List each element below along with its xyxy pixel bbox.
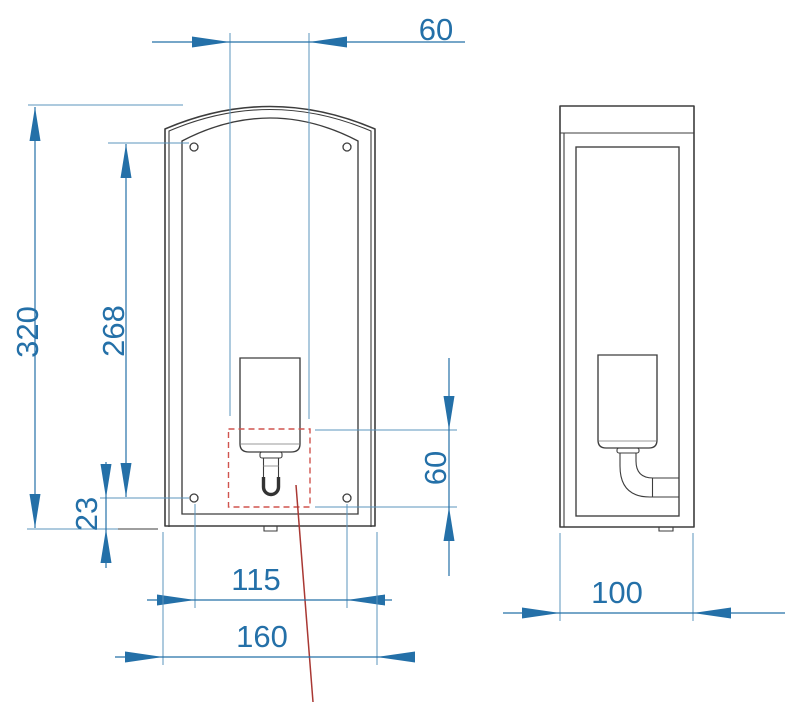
arrowhead-left (522, 607, 560, 619)
front-nozzle-tip (261, 477, 281, 497)
dimension-overall-width: 160 (115, 532, 415, 665)
arrowhead-bottom (29, 494, 41, 528)
dimension-top-width-label: 60 (419, 12, 453, 47)
arrowhead-top (29, 107, 41, 141)
arrowhead-bottom (120, 463, 132, 497)
dimension-hole-bottom-offset-label: 23 (69, 497, 104, 531)
side-bottom-foot (658, 527, 674, 532)
dimension-zone-height: 60 (315, 358, 457, 576)
screw-hole-bottom-left (189, 493, 199, 503)
dimension-overall-height: 320 (10, 104, 183, 530)
arrowhead-left (157, 594, 195, 606)
front-shell-inner-edge (168, 109, 372, 527)
arrowhead-top (100, 464, 112, 498)
front-bottom-notch (263, 526, 278, 532)
dimension-hole-span-vertical-label: 268 (96, 305, 131, 357)
arrowhead-bottom (443, 507, 455, 541)
side-view (559, 105, 695, 532)
dispense-zone-dashed-box (227, 428, 311, 508)
screw-hole-top-right (342, 142, 352, 152)
front-nozzle-tube (262, 458, 280, 479)
side-tank (597, 354, 658, 449)
arrowhead-right (347, 594, 385, 606)
dimension-overall-height-label: 320 (10, 306, 45, 358)
front-dispenser-window (239, 357, 301, 453)
arrowhead-top (120, 144, 132, 178)
dimension-hole-bottom-offset: 23 (69, 462, 112, 568)
arrowhead-right (377, 651, 415, 663)
dimension-overall-width-label: 160 (236, 619, 288, 654)
arrowhead-left (125, 651, 163, 663)
extension-line (559, 533, 694, 621)
dimension-overall-depth: 100 (503, 533, 785, 621)
front-outer-shell (164, 105, 376, 527)
side-outer-shell (559, 105, 695, 528)
extension-line (194, 504, 348, 608)
dispense-zone (227, 428, 314, 703)
leader-line (295, 484, 314, 703)
side-face-panel (575, 146, 680, 517)
extension-line (100, 142, 189, 499)
dimension-hole-span-vertical: 268 (96, 142, 189, 499)
front-face-panel (181, 117, 359, 515)
side-pipe-inner (635, 453, 679, 479)
extension-line (162, 532, 378, 665)
screw-hole-bottom-right (342, 493, 352, 503)
dimension-top-width: 60 (152, 12, 465, 419)
screw-hole-top-left (189, 142, 199, 152)
arrowhead-right (693, 607, 731, 619)
arrowhead-left (192, 36, 230, 48)
dimension-hole-span-horizontal: 115 (147, 504, 392, 608)
dimension-hole-span-horizontal-label: 115 (231, 562, 280, 597)
extension-line (229, 33, 310, 419)
front-nozzle-collar (259, 451, 283, 459)
side-pipe-outer (619, 453, 679, 498)
arrowhead-top (443, 396, 455, 430)
front-view (164, 105, 376, 532)
extension-line (27, 104, 183, 530)
side-nozzle-collar (616, 447, 640, 454)
extension-line (315, 429, 457, 508)
arrowhead-bottom (100, 529, 112, 563)
dimension-overall-depth-label: 100 (591, 575, 643, 610)
dimension-zone-height-label: 60 (418, 451, 453, 485)
arrowhead-right (309, 36, 347, 48)
